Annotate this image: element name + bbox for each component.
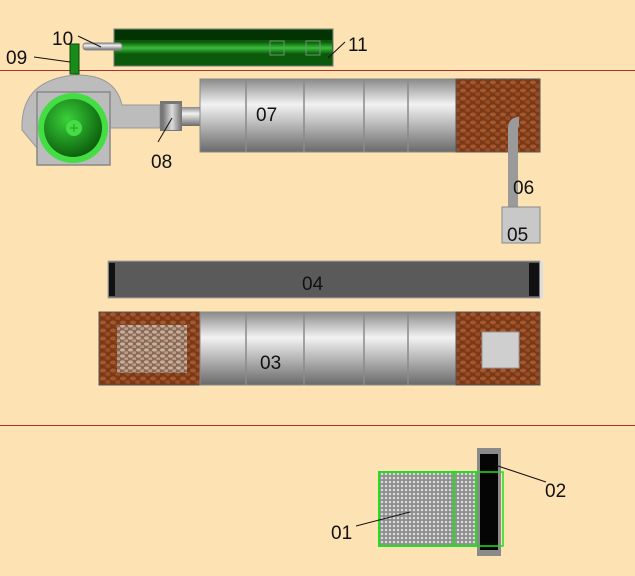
label-06: 06 [513,178,534,199]
label-09: 09 [6,48,27,69]
equipment-07-rotary-drum[interactable] [199,78,541,153]
equipment-11-green-conveyor[interactable] [113,28,334,67]
label-05: 05 [507,225,528,246]
label-03: 03 [260,353,281,374]
equipment-09-pipe[interactable] [69,43,80,75]
equipment-04-conveyor[interactable] [107,260,543,299]
equipment-10-chute[interactable] [82,42,123,51]
label-11: 11 [348,35,368,56]
blower-fan[interactable] [21,74,161,166]
equipment-05-box[interactable] [501,206,541,244]
label-04: 04 [302,274,324,295]
equipment-06-pipe[interactable] [508,117,520,210]
label-10: 10 [52,29,73,50]
leader-lines [33,35,547,527]
label-07: 07 [256,105,277,126]
equipment-03-rotary-drum[interactable] [98,311,541,386]
label-01: 01 [331,523,352,544]
equipment-02-belt[interactable] [475,448,504,556]
equipment-01-screen[interactable] [378,471,477,547]
label-08: 08 [151,152,172,173]
label-02: 02 [545,481,566,502]
equipment-08-coupling[interactable] [160,101,201,131]
